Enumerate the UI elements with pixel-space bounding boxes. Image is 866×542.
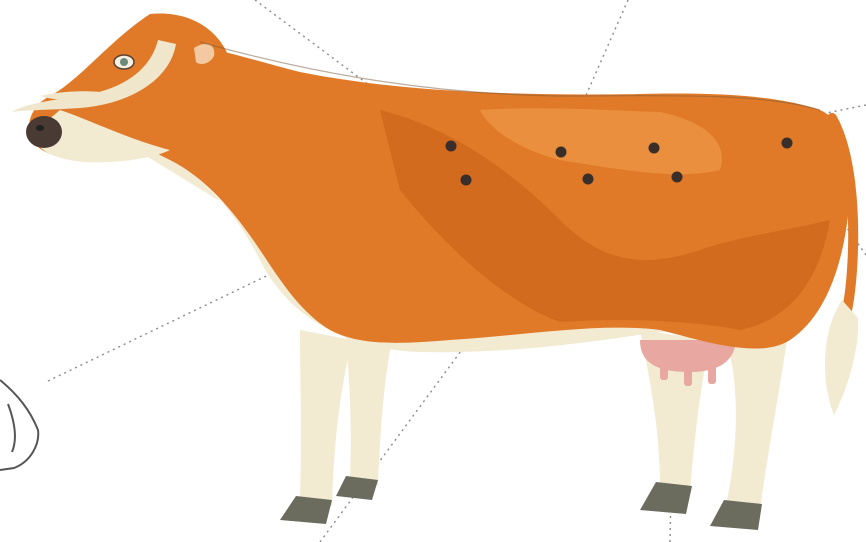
adjacent-animal-sketch	[0, 380, 38, 470]
cow-muzzle	[26, 116, 62, 148]
marker-loin	[649, 143, 660, 154]
cow-fore-legs	[280, 330, 392, 524]
marker-chest	[461, 175, 472, 186]
hoof-hind-left	[640, 482, 692, 514]
hoof-fore-left	[280, 496, 332, 524]
marker-back	[556, 147, 567, 158]
marker-rump	[782, 138, 793, 149]
marker-flank	[672, 172, 683, 183]
marker-shoulder	[446, 141, 457, 152]
marker-belly	[583, 174, 594, 185]
hoof-fore-right	[336, 476, 378, 500]
hoof-hind-right	[710, 500, 762, 530]
